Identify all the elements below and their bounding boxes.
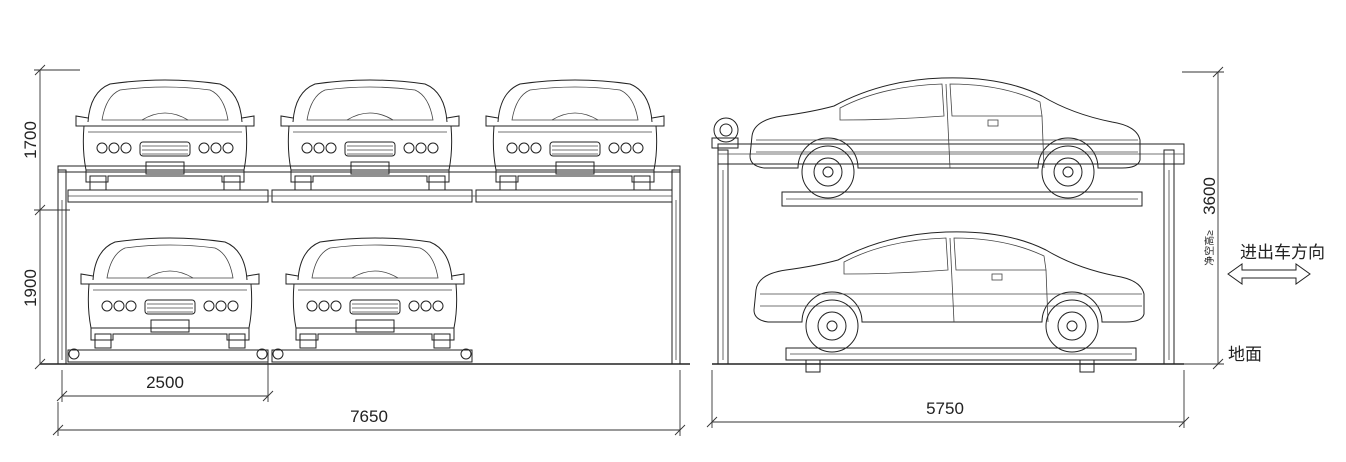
dim-2500: 2500 [146, 373, 184, 392]
direction-label: 进出车方向 [1240, 243, 1325, 262]
dim-3600: 3600 [1200, 177, 1219, 215]
front-view [40, 79, 690, 365]
entry-direction: 进出车方向 [1227, 243, 1325, 285]
left-vertical-dimensions: 1700 1900 [21, 64, 80, 370]
dim-1700: 1700 [21, 121, 40, 159]
double-arrow-icon [1227, 263, 1311, 285]
side-view [711, 77, 1185, 373]
left-horizontal-dimensions: 2500 7650 [52, 360, 686, 436]
dim-7650: 7650 [350, 407, 388, 426]
ground-label: 地面 [1228, 345, 1262, 364]
right-horizontal-dimension: 5750 [706, 370, 1190, 428]
dim-1900: 1900 [21, 269, 40, 307]
dim-5750: 5750 [926, 399, 964, 418]
clear-height-label: 净空高≥ [1203, 230, 1216, 266]
right-vertical-dimension: 3600 净空高≥ 地面 [1182, 66, 1262, 370]
